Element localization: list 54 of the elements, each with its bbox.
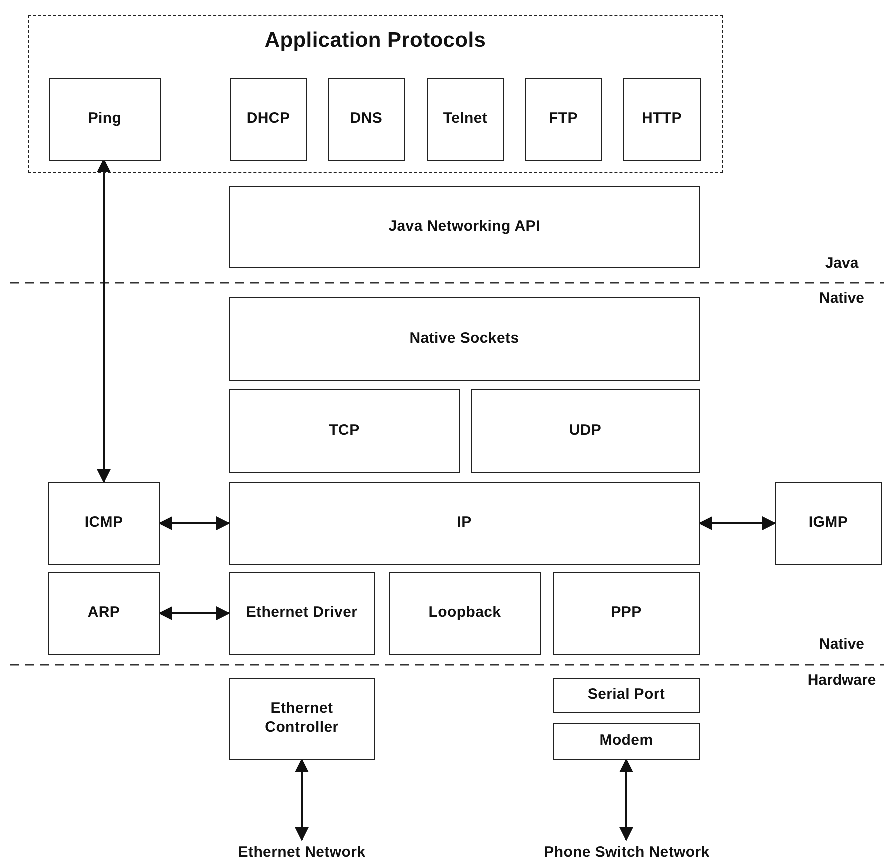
layer-label: Hardware: [806, 672, 878, 689]
layer-box: [427, 78, 504, 161]
arrow: [158, 606, 230, 620]
arrow: [158, 516, 230, 530]
arrow: [620, 758, 634, 842]
layer-box: [229, 389, 460, 473]
box-label: HTTP: [641, 110, 683, 129]
layer-box: [49, 78, 161, 161]
layer-box: [48, 482, 160, 565]
layer-box: [525, 78, 602, 161]
layer-box: [229, 297, 700, 381]
box-label: UDP: [568, 422, 603, 440]
layer-label: Java: [824, 255, 860, 272]
box-label: Ethernet Driver: [245, 604, 359, 623]
box-label: Loopback: [428, 604, 502, 623]
layer-box: [328, 78, 405, 161]
layer-box: [623, 78, 701, 161]
layer-label: Native: [818, 636, 866, 653]
box-label: ICMP: [84, 514, 124, 533]
arrow: [97, 158, 111, 484]
layer-box: [229, 572, 375, 655]
box-label: Serial Port: [586, 686, 666, 705]
box-label: IGMP: [808, 514, 850, 533]
box-label: Modem: [598, 732, 654, 751]
layer-box: [230, 78, 307, 161]
box-label: DNS: [349, 110, 384, 129]
layer-box: [775, 482, 882, 565]
layer-box: [471, 389, 700, 473]
layer-box: [229, 482, 700, 565]
layer-box: [553, 678, 700, 713]
layer-box: [389, 572, 541, 655]
box-label: Java Networking API: [388, 218, 542, 236]
box-label: PPP: [610, 604, 643, 623]
layer-box: [229, 678, 375, 760]
group-title: Application Protocols: [264, 28, 486, 54]
box-label: Native Sockets: [408, 330, 520, 348]
layer-label: Native: [818, 290, 866, 307]
box-label: IP: [456, 514, 473, 533]
box-label: FTP: [548, 110, 579, 129]
box-label: DHCP: [246, 110, 292, 129]
layer-box: [229, 186, 700, 268]
box-label: Telnet: [442, 110, 489, 129]
box-label: Ethernet Controller: [264, 700, 340, 738]
arrow: [698, 516, 776, 530]
box-label: TCP: [328, 422, 361, 440]
box-label: ARP: [86, 604, 122, 623]
network-label: Ethernet Network: [197, 840, 407, 866]
layer-box: [553, 723, 700, 760]
layer-box: [553, 572, 700, 655]
box-label: Ping: [87, 110, 123, 129]
arrow: [295, 758, 309, 842]
group-frame: [28, 15, 723, 173]
layer-box: [48, 572, 160, 655]
network-label: Phone Switch Network: [516, 840, 738, 866]
